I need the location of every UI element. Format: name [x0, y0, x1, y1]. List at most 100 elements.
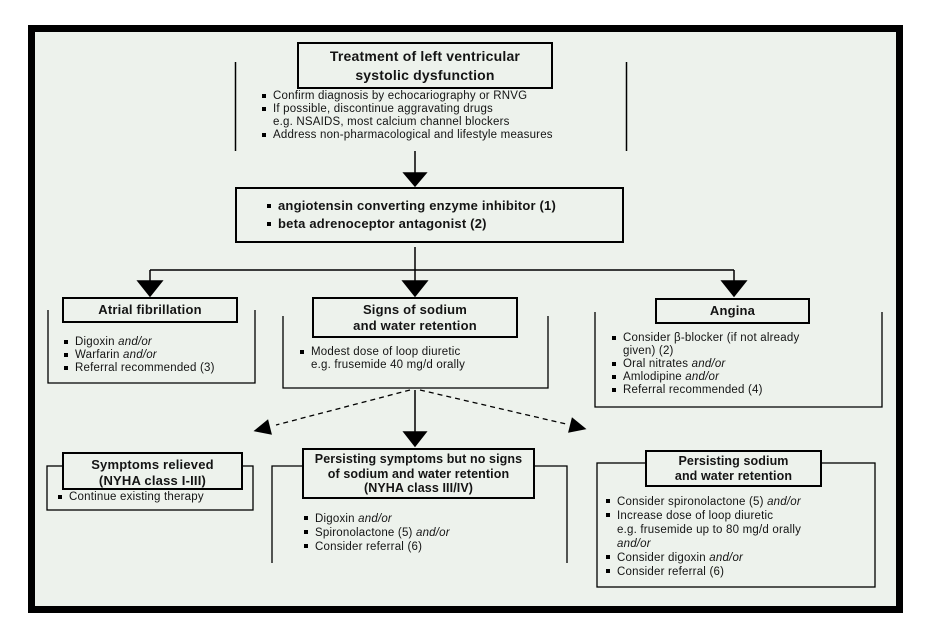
list-item: Spironolactone (5) and/or [304, 526, 534, 540]
list-item: given) (2) [612, 345, 872, 358]
bullet-square-icon [304, 530, 308, 534]
relieved-title-line1: Symptoms relieved [91, 457, 214, 472]
bullet-square-icon [64, 340, 68, 344]
bullet-square-icon [606, 513, 610, 517]
persisting-symptoms-title-line2: of sodium and water retention [327, 466, 510, 481]
list-item: Increase dose of loop diuretic [606, 509, 868, 523]
bullet-square-icon [606, 499, 610, 503]
persisting-symptoms-title-line1: Persisting symptoms but no signs [314, 452, 523, 466]
bullet-square-icon [64, 353, 68, 357]
bullet-square-icon [304, 544, 308, 548]
atrial-title-box: Atrial fibrillation [62, 297, 238, 323]
list-item-text: e.g. frusemide 40 mg/d orally [311, 359, 466, 371]
list-item-italic: and/or [685, 371, 720, 383]
list-item: If possible, discontinue aggravating dru… [262, 103, 632, 116]
list-item-text: Consider referral (6) [617, 566, 725, 578]
list-item: Digoxin and/or [304, 512, 534, 526]
list-item: Oral nitrates and/or [612, 358, 872, 371]
top-title-line1: Treatment of left ventricular [329, 48, 521, 64]
list-item-text: Address non-pharmacological and lifestyl… [273, 129, 553, 141]
bullet-square-icon [262, 133, 266, 137]
list-item: beta adrenoceptor antagonist (2) [267, 215, 622, 233]
list-item-text: Increase dose of loop diuretic [617, 510, 774, 522]
persisting-sodium-title-line1: Persisting sodium [678, 454, 789, 468]
list-item-text: Oral nitrates [623, 358, 692, 370]
relieved-title-line2: (NYHA class I-III) [98, 473, 207, 488]
list-item-text: Continue existing therapy [69, 491, 204, 503]
list-item-text: e.g. NSAIDS, most calcium channel blocke… [273, 116, 510, 128]
relieved-bullet-list: Continue existing therapy [58, 491, 243, 504]
list-item: Consider referral (6) [606, 565, 868, 579]
list-item-text: beta adrenoceptor antagonist (2) [278, 216, 487, 231]
bullet-square-icon [304, 516, 308, 520]
list-item-text: Spironolactone (5) [315, 527, 416, 539]
dashed-arrow-to-relieved [253, 389, 411, 435]
list-item: e.g. frusemide 40 mg/d orally [300, 359, 520, 372]
atrial-title: Atrial fibrillation [98, 302, 202, 317]
list-item-text: Confirm diagnosis by echocariography or … [273, 90, 528, 102]
list-item-text: Modest dose of loop diuretic [311, 346, 461, 358]
sodium-title-line1: Signs of sodium [362, 302, 468, 317]
list-item: Consider spironolactone (5) and/or [606, 495, 868, 509]
list-item-italic: and/or [767, 496, 801, 508]
list-item: e.g. frusemide up to 80 mg/d orally [606, 523, 868, 537]
list-item: Address non-pharmacological and lifestyl… [262, 129, 632, 142]
bullet-square-icon [612, 336, 616, 340]
sodium-group-bracket [282, 316, 549, 389]
angina-title-box: Angina [655, 298, 810, 324]
list-item: Confirm diagnosis by echocariography or … [262, 90, 632, 103]
list-item-italic: and/or [617, 538, 651, 550]
list-item-italic: and/or [123, 349, 157, 361]
list-item: Consider β-blocker (if not already [612, 332, 872, 345]
list-item: Consider referral (6) [304, 540, 534, 554]
list-item-text: Consider spironolactone (5) [617, 496, 768, 508]
bullet-square-icon [612, 375, 616, 379]
list-item-italic: and/or [691, 358, 726, 370]
list-item-italic: and/or [415, 527, 450, 539]
persisting-symptoms-bullet-list: Digoxin and/or Spironolactone (5) and/or… [304, 512, 534, 554]
list-item: Consider digoxin and/or [606, 551, 868, 565]
therapy-box: angiotensin converting enzyme inhibitor … [235, 187, 624, 243]
list-item-italic: and/or [709, 552, 744, 564]
list-item: Modest dose of loop diuretic [300, 346, 520, 359]
list-item-text: Amlodipine [623, 371, 686, 383]
bullet-square-icon [612, 362, 616, 366]
atrial-bullet-list: Digoxin and/or Warfarin and/or Referral … [64, 336, 249, 375]
list-item-text: Referral recommended (3) [75, 362, 215, 374]
relieved-title-box: Symptoms relieved (NYHA class I-III) [62, 452, 243, 490]
persisting-sodium-title-box: Persisting sodium and water retention [645, 450, 822, 487]
list-item-text: Digoxin [315, 513, 359, 525]
dashed-arrow-to-persisting-sodium [419, 389, 587, 433]
list-item-text: angiotensin converting enzyme inhibitor … [278, 198, 557, 213]
list-item: e.g. NSAIDS, most calcium channel blocke… [262, 116, 632, 129]
list-item: angiotensin converting enzyme inhibitor … [267, 197, 622, 215]
list-item-italic: and/or [358, 513, 392, 525]
arrow-sodium-to-persisting-symptoms [402, 390, 428, 448]
list-item: Amlodipine and/or [612, 371, 872, 384]
atrial-group-bracket [47, 310, 256, 384]
list-item-text: If possible, discontinue aggravating dru… [273, 103, 494, 115]
sodium-bullet-list: Modest dose of loop diuretic e.g. frusem… [300, 346, 520, 372]
list-item-text: Warfarin [75, 349, 124, 361]
persisting-symptoms-title-line3: (NYHA class III/IV) [363, 481, 474, 495]
list-item-text: Consider digoxin [617, 552, 710, 564]
bullet-square-icon [606, 555, 610, 559]
top-group-bracket [234, 62, 628, 151]
persisting-sodium-bullet-list: Consider spironolactone (5) and/or Incre… [606, 495, 868, 579]
top-title-line2: systolic dysfunction [355, 67, 495, 83]
list-item-italic: and/or [118, 336, 152, 348]
arrow-top-to-therapy [402, 151, 428, 188]
list-item: Referral recommended (4) [612, 384, 872, 397]
angina-group-bracket [594, 312, 883, 408]
list-item-text: Consider β-blocker (if not already [623, 332, 800, 344]
sodium-title-box: Signs of sodium and water retention [312, 297, 518, 338]
branch-connector [136, 247, 748, 298]
top-title-box: Treatment of left ventricular systolic d… [297, 42, 553, 89]
list-item-text: Consider referral (6) [315, 541, 423, 553]
list-item: and/or [606, 537, 868, 551]
bullet-square-icon [58, 495, 62, 499]
list-item-text: given) (2) [623, 345, 674, 357]
bullet-square-icon [267, 204, 271, 208]
bullet-square-icon [612, 388, 616, 392]
